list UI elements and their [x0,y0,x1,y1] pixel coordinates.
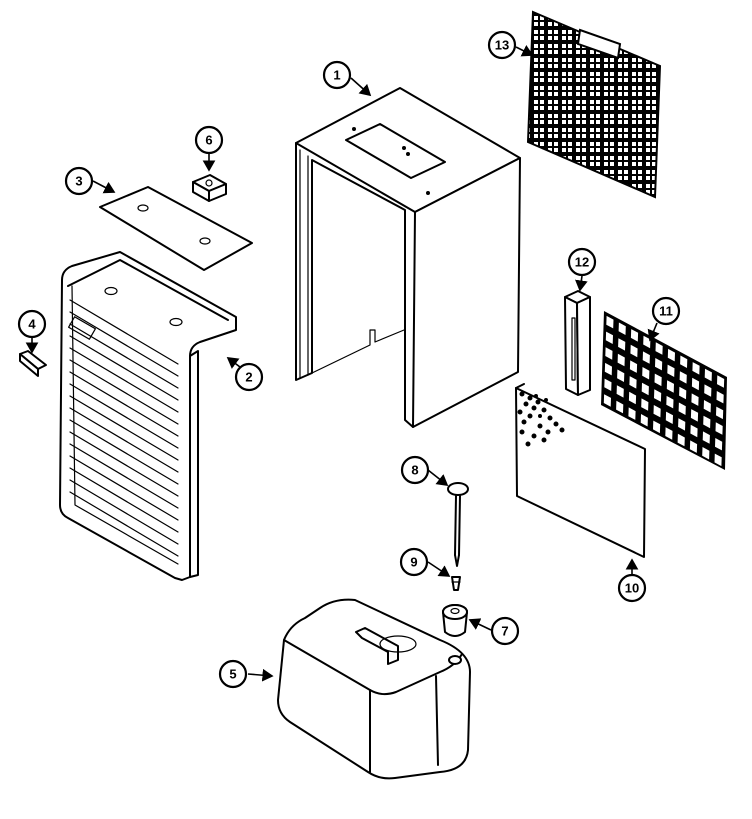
callout-12-label: 12 [575,255,589,270]
callout-12: 12 [567,247,597,277]
part-1-cabinet [295,87,521,428]
callout-13: 13 [487,30,517,60]
part-7-float [442,604,468,637]
callout-11: 11 [651,296,681,326]
callout-11-label: 11 [659,304,673,319]
part-10-filter [515,383,646,558]
callout-7-label: 7 [501,624,508,639]
callout-5: 5 [218,659,248,689]
part-11-mesh [601,311,727,470]
part-6-block [192,174,227,202]
callout-2: 2 [234,362,264,392]
part-13-grille [526,10,662,199]
callout-1: 1 [322,60,352,90]
callout-13-label: 13 [495,38,509,53]
callout-8: 8 [400,455,430,485]
callout-3: 3 [64,166,94,196]
callout-7: 7 [490,616,520,646]
part-8-rod [447,482,469,567]
callout-10: 10 [617,573,647,603]
callout-8-label: 8 [411,463,418,478]
part-12-bracket [564,290,591,396]
callout-10-label: 10 [625,581,639,596]
callout-5-label: 5 [229,667,236,682]
part-5-tank [277,598,471,780]
callout-9: 9 [399,547,429,577]
callout-3-label: 3 [75,174,82,189]
callout-6: 6 [194,125,224,155]
callout-1-label: 1 [333,68,340,83]
callout-6-label: 6 [205,133,212,148]
callout-4-label: 4 [28,317,36,332]
callout-2-label: 2 [245,370,252,385]
part-2-front-housing [59,251,237,581]
callout-9-label: 9 [410,555,417,570]
part-4-label [19,350,47,377]
callout-4: 4 [17,309,47,339]
louvers [69,299,179,557]
part-9-cap [451,576,461,591]
part-3-plate [99,186,253,271]
